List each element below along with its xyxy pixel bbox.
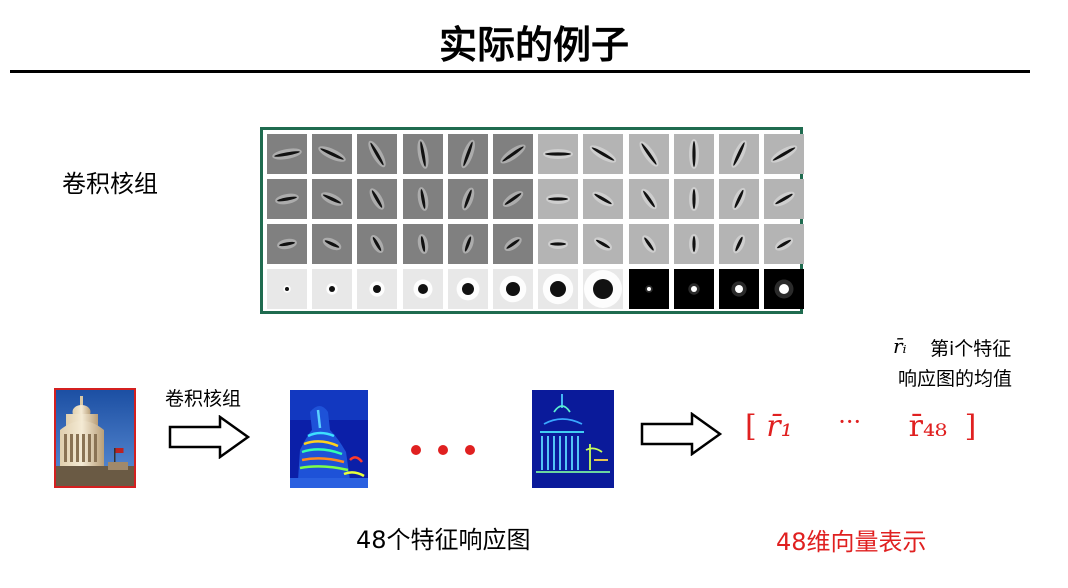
oriented-filter-tile: [357, 134, 398, 174]
oriented-filter-tile: [267, 179, 307, 219]
oriented-filter-tile: [538, 179, 579, 219]
blob-filter-tile: [402, 269, 443, 309]
oriented-filter-tile: [357, 224, 398, 264]
oriented-filter-tile: [493, 179, 533, 219]
legend-line-1: 第i个特征: [930, 338, 1012, 360]
blob-filter-tile: [312, 269, 353, 309]
oriented-filter-tile: [312, 134, 353, 174]
blob-filter-tile: [764, 269, 805, 309]
aggregate-arrow: [640, 412, 723, 456]
blob-filter-tile: [673, 269, 714, 309]
oriented-filter-tile: [673, 134, 714, 174]
filter-bank-label: 卷积核组: [62, 170, 158, 198]
oriented-filter-tile: [628, 179, 669, 219]
oriented-filter-tile: [673, 224, 714, 264]
oriented-filter-tile: [402, 179, 443, 219]
oriented-filter-tile: [673, 179, 714, 219]
vector-caption: 48维向量表示: [776, 528, 927, 556]
oriented-filter-tile: [764, 224, 805, 264]
input-photo: [54, 388, 136, 488]
oriented-filter-tile: [493, 134, 533, 174]
blob-filter-tile: [628, 269, 669, 309]
process-arrow: [168, 415, 251, 459]
feature-vector: [ r̄₁ ··· r̄₄₈ ]: [745, 408, 976, 444]
oriented-filter-tile: [447, 224, 488, 264]
vector-ellipsis: ···: [838, 408, 862, 436]
capitol-image: [56, 390, 134, 486]
oriented-filter-tile: [267, 224, 307, 264]
legend-line-2: 响应图的均值: [898, 368, 1013, 390]
blob-filter-tile: [447, 269, 488, 309]
vector-first-element: r̄₁: [766, 409, 793, 444]
blob-filter-tile: [267, 269, 307, 309]
oriented-filter-tile: [583, 179, 624, 219]
response-maps-caption: 48个特征响应图: [356, 526, 531, 554]
oriented-filter-tile: [583, 134, 624, 174]
oriented-filter-tile: [447, 179, 488, 219]
oriented-filter-tile: [357, 179, 398, 219]
oriented-filter-tile: [312, 224, 353, 264]
legend-symbol: r̄ᵢ: [893, 334, 907, 358]
ellipsis-dots: [411, 445, 475, 455]
vector-last-element: r̄₄₈: [908, 409, 948, 444]
oriented-filter-tile: [447, 134, 488, 174]
blob-filter-tile: [583, 269, 624, 309]
blob-filter-tile: [538, 269, 579, 309]
title-divider: [10, 70, 1030, 73]
oriented-filter-tile: [538, 134, 579, 174]
oriented-filter-tile: [719, 179, 759, 219]
oriented-filter-tile: [493, 224, 533, 264]
blob-filter-tile: [719, 269, 759, 309]
oriented-filter-tile: [402, 224, 443, 264]
oriented-filter-tile: [719, 224, 759, 264]
oriented-filter-tile: [764, 134, 805, 174]
oriented-filter-tile: [267, 134, 307, 174]
arrow-label: 卷积核组: [165, 388, 242, 410]
vector-close-bracket: ]: [964, 409, 977, 444]
page-title: 实际的例子: [438, 23, 629, 67]
oriented-filter-tile: [719, 134, 759, 174]
oriented-filter-tile: [583, 224, 624, 264]
oriented-filter-tile: [764, 179, 805, 219]
blob-filter-tile: [357, 269, 398, 309]
response-map-last: [532, 390, 614, 488]
oriented-filter-tile: [538, 224, 579, 264]
blob-filter-tile: [493, 269, 533, 309]
filter-bank-grid: [260, 127, 805, 314]
oriented-filter-tile: [628, 224, 669, 264]
response-map-first: [290, 390, 368, 488]
oriented-filter-tile: [628, 134, 669, 174]
oriented-filter-tile: [312, 179, 353, 219]
vector-open-bracket: [: [745, 409, 757, 444]
oriented-filter-tile: [402, 134, 443, 174]
